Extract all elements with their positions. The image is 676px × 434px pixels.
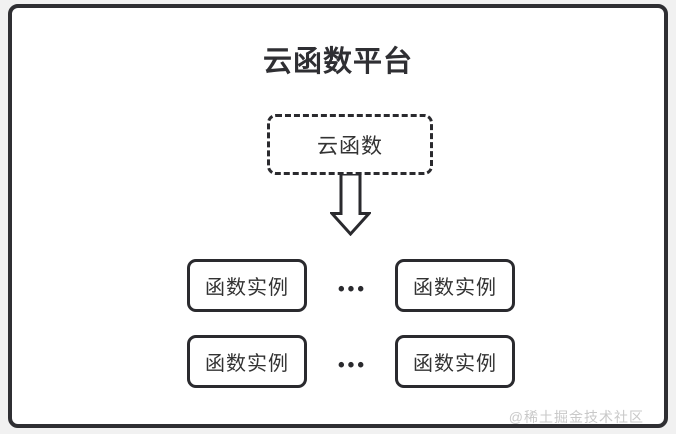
function-instance-label: 函数实例: [205, 277, 289, 299]
more-instances-ellipsis: •••: [338, 354, 367, 376]
function-instance-label: 函数实例: [413, 353, 497, 375]
function-instance-label: 函数实例: [413, 277, 497, 299]
down-arrow-icon: [330, 174, 371, 236]
watermark: @稀土掘金技术社区: [508, 409, 644, 425]
diagram-frame: 云函数平台 云函数 函数实例 ••• 函数实例 函数实例 ••• 函数实例 @稀…: [8, 4, 668, 428]
function-instance-node: 函数实例: [187, 335, 307, 388]
function-instance-node: 函数实例: [395, 335, 515, 388]
function-instance-label: 函数实例: [205, 353, 289, 375]
diagram-title: 云函数平台: [262, 46, 413, 78]
function-instance-node: 函数实例: [187, 259, 307, 312]
cloud-function-label: 云函数: [317, 134, 383, 158]
function-instance-node: 函数实例: [395, 259, 515, 312]
cloud-function-node: 云函数: [267, 114, 433, 175]
more-instances-ellipsis: •••: [338, 278, 367, 300]
